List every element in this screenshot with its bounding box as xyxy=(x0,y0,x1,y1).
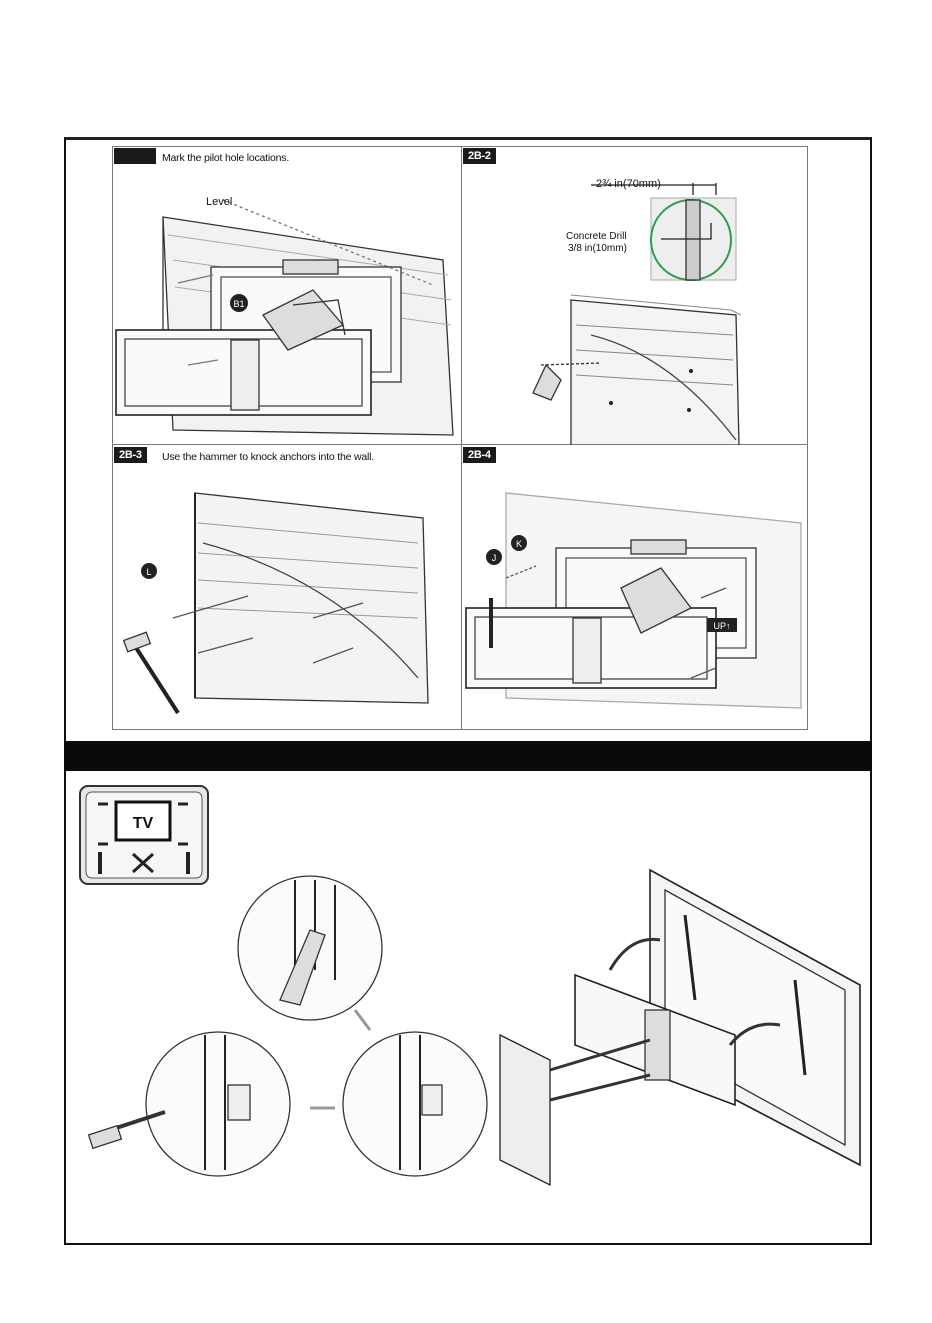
tv-icon-label: TV xyxy=(133,815,154,832)
drill-bit-label-line1: Concrete Drill xyxy=(566,231,627,242)
level-label: Level xyxy=(206,196,232,208)
step-caption-2b-3: Use the hammer to knock anchors into the… xyxy=(162,451,374,463)
step-label-2b-2: 2B-2 xyxy=(463,148,496,164)
part-l-badge: L xyxy=(146,567,151,577)
drill-pilot-hole-illustration: 2¾ in(70mm) Concrete Drill 3/8 in(10mm) xyxy=(461,165,807,445)
part-k-badge: K xyxy=(516,539,522,549)
part-b1-badge: B1 xyxy=(233,299,244,309)
step-caption-2b-1: Mark the pilot hole locations. xyxy=(162,152,289,164)
hammer-anchors-illustration: L xyxy=(113,468,459,728)
step-label-2b-4: 2B-4 xyxy=(463,447,496,463)
section-header-bar xyxy=(64,741,872,771)
up-indicator: UP↑ xyxy=(713,621,730,631)
attach-wall-plate-illustration: J K UP↑ xyxy=(461,468,807,728)
drill-bit-label-line2: 3/8 in(10mm) xyxy=(568,243,627,254)
part-j-badge: J xyxy=(492,553,497,563)
step-label-2b-1 xyxy=(114,148,156,164)
drill-depth-label: 2¾ in(70mm) xyxy=(596,178,661,190)
tv-bracket-assembly-illustration xyxy=(70,860,870,1240)
step-label-2b-3: 2B-3 xyxy=(114,447,147,463)
wall-plate-marking-illustration: B1 Level xyxy=(113,165,459,445)
